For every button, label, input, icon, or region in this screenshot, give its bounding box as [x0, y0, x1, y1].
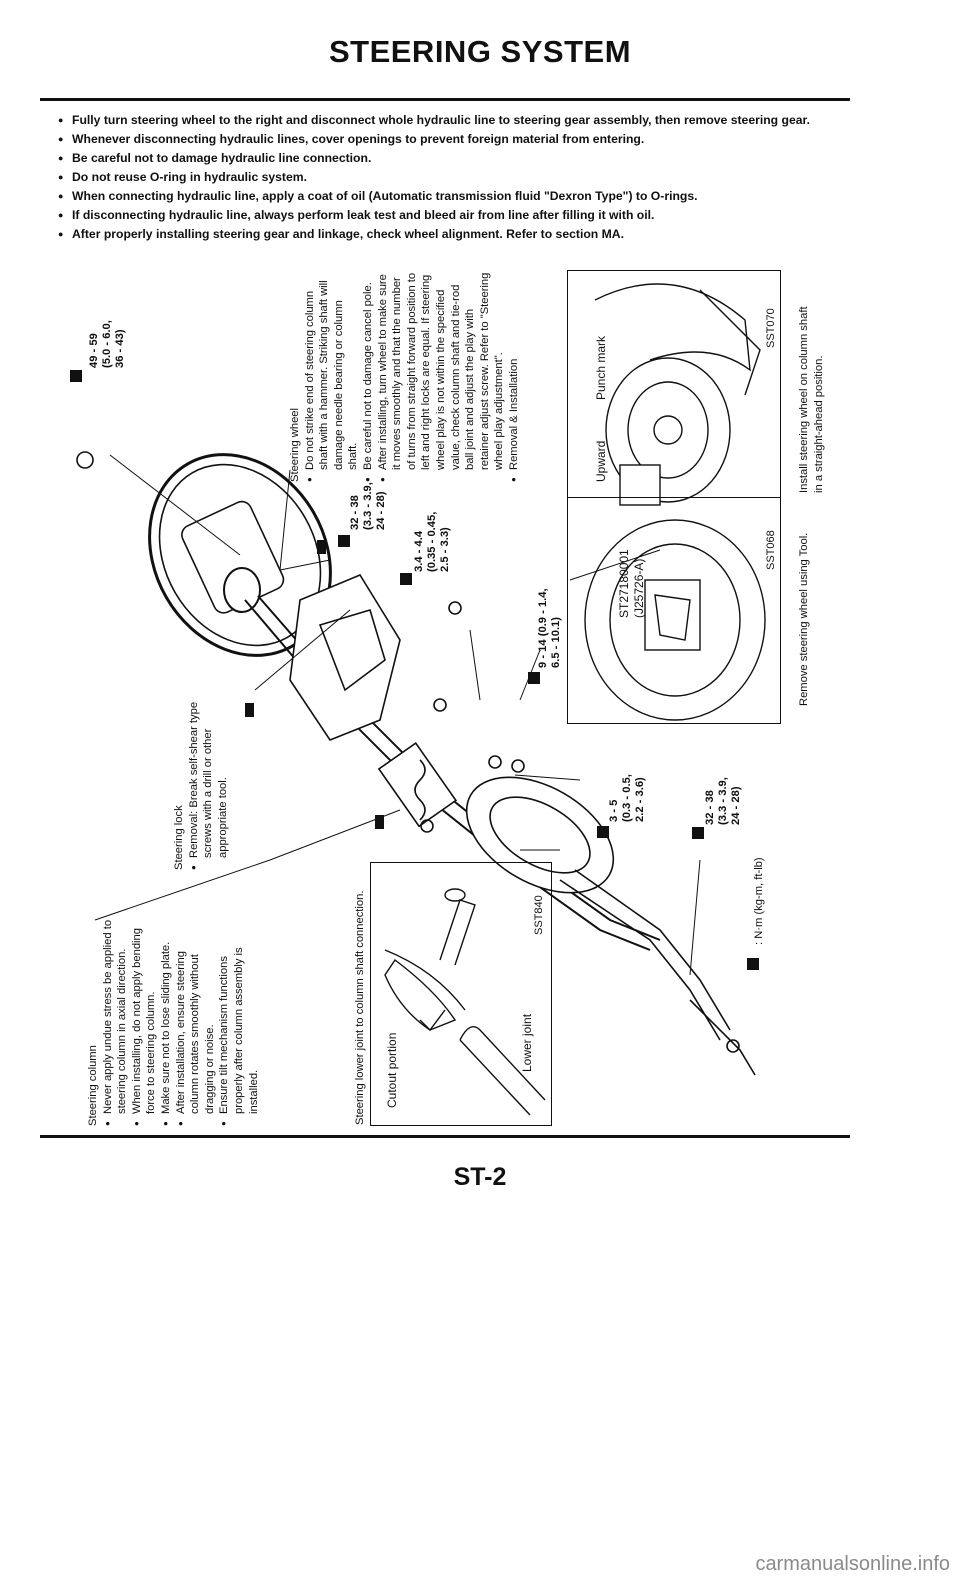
- torque-value-6: 32 - 38 (3.3 - 3.9, 24 - 28): [704, 777, 743, 825]
- steering-column-bullet: Make sure not to lose sliding plate.: [159, 919, 174, 1126]
- inset-artwork: [384, 283, 766, 1116]
- notes-list: Fully turn steering wheel to the right a…: [58, 111, 858, 244]
- torque-value-3: 3.4 - 4.4 (0.35 - 0.45, 2.5 - 3.3): [413, 512, 452, 572]
- tool-number: ST27180001 (J25726-A): [617, 549, 646, 618]
- caption-line: Steering lower joint to column shaft con…: [354, 890, 366, 1125]
- torque-value-2: 32 - 38 (3.3 - 3.9, 24 - 28): [349, 482, 388, 530]
- steering-column-bullet: After installation, ensure steering colu…: [174, 919, 218, 1126]
- steering-column-bullet: Ensure tilt mechanism functions properly…: [217, 919, 261, 1126]
- inset-bottom-caption: Steering lower joint to column shaft con…: [353, 891, 368, 1125]
- caption-line: in a straight-ahead position.: [812, 355, 825, 493]
- torque-line: (0.35 - 0.45,: [426, 511, 438, 572]
- steering-lock-title: Steering lock: [173, 805, 185, 870]
- torque-line: 32 - 38: [704, 790, 716, 825]
- steering-wheel-bullet: Be careful not to damage cancel pole.: [361, 270, 376, 482]
- lower-joint-label: Lower joint: [520, 1013, 534, 1072]
- torque-line: 3.4 - 4.4: [413, 530, 425, 572]
- legend-text: : N·m (kg-m, ft-lb): [753, 857, 765, 945]
- note-item: Fully turn steering wheel to the right a…: [58, 111, 858, 130]
- unit-legend: : N·m (kg-m, ft-lb): [752, 857, 767, 945]
- caption-line: Remove steering wheel using Tool.: [798, 532, 810, 706]
- punch-mark-label: Punch mark: [594, 335, 608, 400]
- steering-column-title: Steering column: [87, 1045, 99, 1126]
- tool-line: ST27180001: [617, 549, 631, 618]
- note-item: When connecting hydraulic line, apply a …: [58, 187, 858, 206]
- steering-wheel-title: Steering wheel: [289, 407, 301, 482]
- inset-top-code: SST070: [765, 308, 777, 348]
- steering-column-bullet: When installing, do not apply bending fo…: [130, 919, 159, 1126]
- cutout-portion-label: Cutout portion: [385, 1032, 399, 1108]
- torque-line: 6.5 - 10.1): [550, 617, 562, 668]
- steering-column-bullet: Never apply undue stress be applied to s…: [101, 919, 130, 1126]
- note-item: Whenever disconnecting hydraulic lines, …: [58, 130, 858, 149]
- note-item: Do not reuse O-ring in hydraulic system.: [58, 168, 858, 187]
- note-item: If disconnecting hydraulic line, always …: [58, 206, 858, 225]
- inset-top-caption: Install steering wheel on column shaft i…: [797, 306, 826, 493]
- torque-line: 32 - 38: [349, 495, 361, 530]
- torque-line: 36 - 43): [114, 329, 126, 368]
- steering-wheel-bullet: Do not strike end of steering column sha…: [303, 270, 361, 482]
- note-item: After properly installing steering gear …: [58, 225, 858, 244]
- steering-wheel-bullet: Removal & Installation: [507, 270, 522, 482]
- torque-icons: [70, 370, 759, 970]
- torque-line: (3.3 - 3.9,: [362, 482, 374, 530]
- watermark: carmanualsonline.info: [755, 1553, 950, 1575]
- torque-value-4: 9 - 14 (0.9 - 1.4, 6.5 - 10.1): [537, 588, 563, 668]
- torque-line: 24 - 28): [730, 786, 742, 825]
- inset-mid-code: SST068: [765, 530, 777, 570]
- torque-line: 2.2 - 3.6): [634, 777, 646, 822]
- steering-wheel-notes: Steering wheel Do not strike end of stee…: [288, 273, 522, 482]
- page-title: STEERING SYSTEM: [328, 34, 632, 69]
- torque-line: (5.0 - 6.0,: [101, 320, 113, 368]
- inset-bottom-code: SST840: [533, 895, 545, 935]
- steering-lock-notes: Steering lock Removal: Break self-shear …: [172, 670, 230, 870]
- steering-column-notes: Steering column Never apply undue stress…: [86, 916, 261, 1126]
- inset-mid-box: [567, 497, 781, 724]
- torque-line: 24 - 28): [375, 491, 387, 530]
- torque-value-1: 49 - 59 (5.0 - 6.0, 36 - 43): [88, 320, 127, 368]
- torque-line: (0.3 - 0.5,: [621, 774, 633, 822]
- torque-line: 2.5 - 3.3): [439, 527, 451, 572]
- torque-line: (3.3 - 3.9,: [717, 777, 729, 825]
- top-rule: [40, 98, 850, 101]
- torque-line: 9 - 14 (0.9 - 1.4,: [537, 588, 549, 668]
- torque-value-5: 3 - 5 (0.3 - 0.5, 2.2 - 3.6): [608, 774, 647, 822]
- tool-line: (J25726-A): [631, 558, 646, 618]
- caption-line: Install steering wheel on column shaft: [798, 306, 810, 493]
- steering-lock-bullet: Removal: Break self-shear type screws wi…: [187, 683, 231, 870]
- upward-label: Upward: [594, 440, 608, 482]
- column-cover: [465, 776, 615, 894]
- torque-line: 49 - 59: [88, 333, 100, 368]
- note-item: Be careful not to damage hydraulic line …: [58, 149, 858, 168]
- page-number: ST-2: [453, 1163, 507, 1191]
- inset-bottom-box: [370, 862, 552, 1126]
- steering-wheel-rim: [148, 453, 332, 657]
- steering-wheel-bullet: After installing, turn wheel to make sur…: [376, 270, 507, 482]
- inset-mid-caption: Remove steering wheel using Tool.: [797, 533, 812, 706]
- torque-line: 3 - 5: [608, 799, 620, 822]
